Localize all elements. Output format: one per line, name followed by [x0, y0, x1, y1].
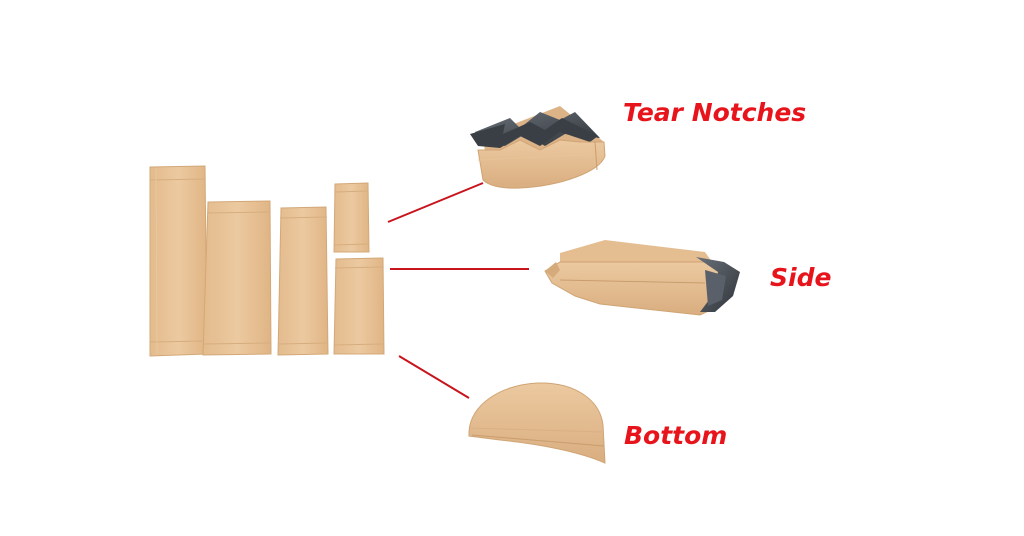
label-side: Side — [770, 263, 832, 292]
flat-bag-small-top — [333, 182, 370, 253]
bottom-detail — [468, 382, 606, 464]
tear-notches-detail — [470, 106, 606, 189]
label-bottom: Bottom — [624, 421, 728, 450]
callout-line-tear-notches — [387, 182, 484, 223]
flat-bag-tall — [149, 165, 208, 357]
flat-bag-wide — [202, 200, 272, 356]
callout-line-bottom — [398, 355, 470, 399]
flat-bag-small-bottom — [333, 257, 385, 355]
side-detail — [544, 240, 740, 316]
flat-bag-medium — [277, 206, 329, 356]
label-tear-notches: Tear Notches — [623, 98, 807, 127]
